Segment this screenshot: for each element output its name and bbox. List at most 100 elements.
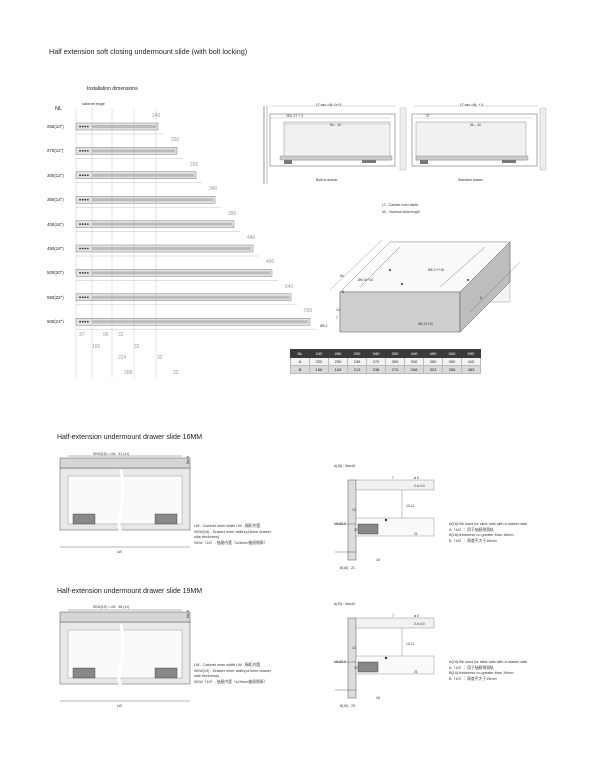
standard-caption: Standard drawer	[458, 178, 484, 182]
note-line: B（19）：厚度不大于19mm	[449, 676, 497, 681]
section16-detail-diagram	[335, 479, 435, 561]
section16-hole2: 2-h=10	[414, 484, 425, 488]
table-cell: 305	[385, 357, 405, 366]
rail-length-label: 240	[152, 113, 161, 119]
legend-nl: NL - Nominal slide length	[382, 210, 420, 214]
bottom-dim-label: 224	[118, 355, 127, 361]
note-line: LW - Cabinet inner width LW - 橱柜内宽	[194, 663, 261, 667]
installation-title: Installation dimensions	[87, 86, 138, 92]
bottom-dim-label: 32	[134, 344, 140, 350]
section16-d7: 7	[392, 476, 394, 480]
section16-lw: LW	[117, 550, 122, 554]
rail-hole	[86, 272, 89, 274]
note-line: SKW(16) - Drawer inner width(≤16mm drawe…	[194, 529, 271, 534]
section19-d1011: 10-11	[406, 642, 415, 646]
table-cell: A	[290, 357, 310, 366]
table-cell: 390	[385, 349, 405, 358]
section16-notes: LW - Cabinet inner width LW - 橱柜内宽 SKW(1…	[194, 524, 271, 546]
standard-small: 37	[426, 114, 430, 118]
note-line: LW - Cabinet inner width LW - 橱柜内宽	[194, 524, 261, 528]
section19-d21: 21	[414, 670, 418, 674]
rail-hole	[86, 198, 89, 201]
rail-hole	[81, 150, 84, 152]
note-line: A(19):Be used for slide rails with a dra…	[449, 660, 528, 664]
rail-hole	[81, 247, 84, 250]
section19-right-notes: A(19):Be used for slide rails with a dra…	[449, 660, 527, 682]
rail-hole	[86, 125, 89, 128]
legend-lt: LT - Cabinet inner depth	[382, 203, 419, 207]
section19-notes: LW - Cabinet inner width LW - 橱柜内宽 SKW(1…	[194, 663, 271, 685]
table-cell: 355	[423, 357, 443, 366]
table-cell: 220	[309, 357, 329, 366]
note-line: side thickness)	[194, 535, 220, 540]
table-cell: 323	[423, 365, 443, 374]
section16-hole: ø 6	[414, 476, 419, 480]
table-cell: 440	[404, 349, 424, 358]
rail-hole	[79, 125, 81, 128]
note-line: B（16）：厚度不大于16mm	[449, 538, 497, 543]
page-title: Half extension soft closing undermount s…	[49, 47, 248, 56]
builtin-small: 250: 27 + 3	[286, 114, 304, 118]
bottom-dim-label: 32	[173, 370, 179, 376]
rail-hole	[84, 198, 87, 201]
builtin-caption: Built-in drawer	[316, 178, 338, 182]
nl-row-label: 450(18")	[47, 246, 64, 251]
rail-length-label: 440	[247, 235, 256, 241]
iso-a: A	[480, 296, 483, 300]
section19-detail-diagram	[335, 617, 435, 699]
note-line: SKW（19）- 抽屉内宽（≤19mm抽屉侧厚）	[194, 679, 268, 684]
section19-a: A(19) : Max19	[334, 602, 356, 606]
table-cell: 270	[366, 357, 386, 366]
note-line: A(16):Be used for slide rails with a dra…	[449, 522, 528, 526]
rail-hole	[81, 223, 84, 226]
section19-hole: ø 6	[414, 614, 419, 618]
section16-d18: 18	[376, 558, 380, 562]
rail-hole	[86, 320, 89, 323]
section19-d7: 7	[392, 614, 394, 618]
rail-hole	[79, 223, 81, 226]
rail-hole	[81, 320, 84, 323]
table-cell: 240	[309, 349, 329, 358]
iso-nl: NL	[340, 274, 345, 278]
table-cell: B	[290, 365, 310, 374]
table-cell: NL	[290, 349, 310, 358]
slide-inner	[92, 247, 251, 250]
slide-inner	[92, 173, 194, 177]
slide-inner	[92, 125, 156, 128]
iso-b: B	[342, 290, 345, 294]
builtin-inner: NL - 10	[330, 123, 341, 127]
nl-row-label: 550(22")	[47, 294, 64, 300]
cabinet-edge-label: cabinet edge	[82, 101, 105, 106]
rail-hole	[81, 296, 84, 299]
rail-length-label: 260	[171, 137, 180, 144]
rail-hole	[79, 150, 81, 152]
nl-row-label: 300(12")	[47, 172, 64, 178]
rail-hole	[86, 150, 89, 152]
note-line: B(16):thickness no greater than 16mm	[449, 533, 514, 538]
rail-hole	[79, 174, 81, 177]
section16-min: Min32.5	[334, 522, 347, 526]
table-cell: 230	[328, 357, 348, 366]
rail-hole	[79, 296, 81, 299]
nl-row-label: 250(10")	[47, 124, 64, 129]
table-cell: 273	[385, 365, 405, 374]
nl-row-label: 500(20")	[47, 270, 64, 276]
table-cell: 390	[442, 357, 462, 366]
bottom-dim-label: 160	[92, 344, 101, 350]
section16-title: Half-extension undermount drawer slide 1…	[57, 434, 203, 441]
iso-b12: Ø6.2	[320, 324, 328, 328]
note-line: side thickness)	[194, 674, 220, 679]
note-line: A（19）：用于抽屉侧滑轨	[449, 665, 494, 670]
rail-length-label: 390	[228, 210, 237, 217]
rail-length-label: 490	[266, 259, 275, 266]
note-line: A（16）：用于抽屉侧滑轨	[449, 527, 494, 532]
iso-hole3: Ø6 24+10	[418, 322, 433, 326]
bottom-dim-label: 37	[79, 332, 85, 338]
section16-front-diagram	[59, 455, 191, 548]
slide-inner	[92, 295, 289, 299]
rail-hole	[84, 223, 87, 226]
rail-hole	[84, 320, 87, 323]
note-line: SKW（16）- 抽屉内宽（≤16mm抽屉侧厚）	[194, 540, 268, 545]
bottom-dim-label: 96	[103, 332, 109, 338]
bottom-dim-label: 288	[124, 370, 133, 376]
